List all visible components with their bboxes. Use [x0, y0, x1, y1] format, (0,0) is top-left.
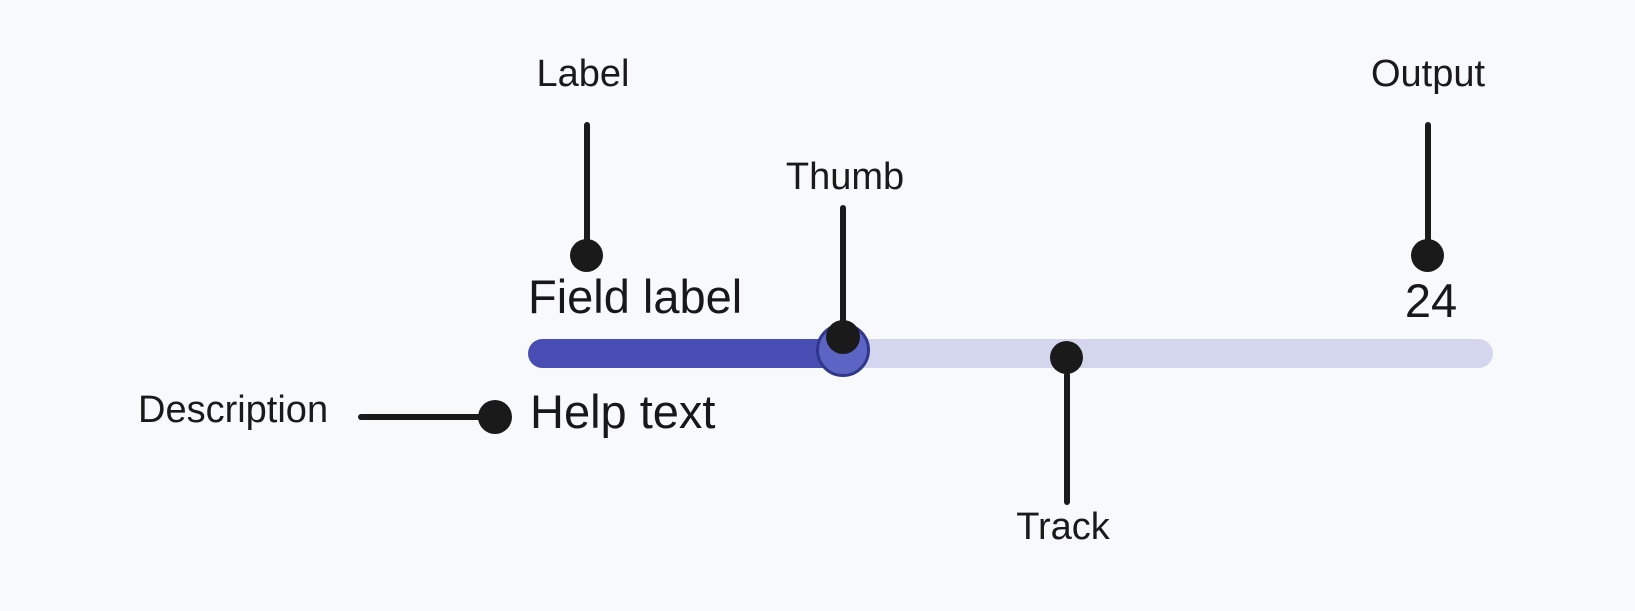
annotation-output-line	[1425, 122, 1431, 242]
annotation-label-dot	[570, 239, 603, 272]
annotation-output-dot	[1411, 239, 1444, 272]
slider-output-value: 24	[1404, 274, 1458, 327]
annotation-output-text: Output	[1370, 53, 1486, 95]
slider-help-text: Help text	[530, 385, 716, 438]
annotation-thumb-text: Thumb	[785, 156, 905, 198]
annotation-description-text: Description	[138, 389, 329, 431]
slider-field-label: Field label	[528, 270, 743, 323]
annotation-track-line	[1064, 372, 1070, 505]
annotation-description-line	[358, 414, 482, 420]
slider-track-fill	[528, 339, 845, 368]
annotation-track-dot	[1050, 341, 1083, 374]
annotation-thumb-dot	[826, 320, 860, 354]
annotation-thumb-line	[840, 205, 846, 327]
slider-track[interactable]	[528, 339, 1493, 368]
annotation-track-text: Track	[1016, 506, 1110, 548]
annotation-description-dot	[478, 400, 512, 434]
annotation-label-line	[584, 122, 590, 242]
annotation-label-text: Label	[536, 53, 630, 95]
